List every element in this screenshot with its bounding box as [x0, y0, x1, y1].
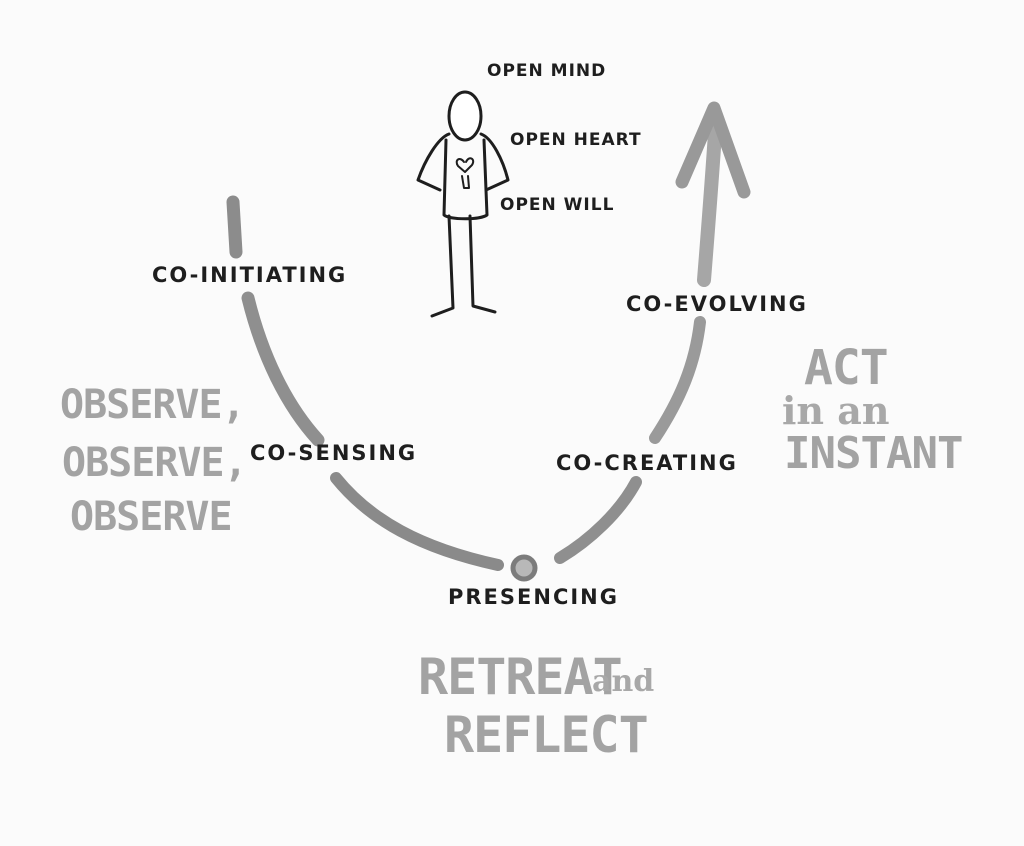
stage-label-co-creating: CO-CREATING — [556, 451, 738, 475]
u-curve-left-descent — [241, 291, 325, 447]
in-an-label: in an — [782, 388, 890, 433]
observe-line-2: OBSERVE, — [62, 440, 248, 486]
stage-label-co-initiating: CO-INITIATING — [152, 263, 348, 287]
open-will-label: OPEN WILL — [500, 195, 615, 215]
open-mind-label: OPEN MIND — [487, 61, 607, 81]
and-label: and — [592, 664, 655, 699]
heart-icon — [455, 157, 475, 173]
u-curve-right-arm — [697, 111, 723, 287]
u-curve-left-arm — [226, 195, 243, 259]
act-label: ACT — [804, 340, 889, 396]
arrow-head-icon — [675, 101, 751, 199]
u-curve-bottom-right — [554, 476, 642, 564]
stage-label-presencing: PRESENCING — [448, 585, 619, 609]
stage-label-co-evolving: CO-EVOLVING — [626, 292, 808, 316]
person-figure-icon — [416, 90, 510, 318]
instant-label: INSTANT — [784, 428, 963, 479]
reflect-label: REFLECT — [444, 706, 649, 764]
stage-label-co-sensing: CO-SENSING — [250, 441, 418, 465]
open-heart-label: OPEN HEART — [510, 130, 642, 150]
presencing-point — [510, 554, 538, 582]
retreat-label: RETREAT — [418, 648, 623, 706]
u-curve-bottom-left — [330, 472, 504, 571]
observe-line-1: OBSERVE, — [60, 382, 246, 428]
u-curve-right-ascent — [649, 316, 706, 444]
observe-line-3: OBSERVE — [70, 494, 233, 540]
